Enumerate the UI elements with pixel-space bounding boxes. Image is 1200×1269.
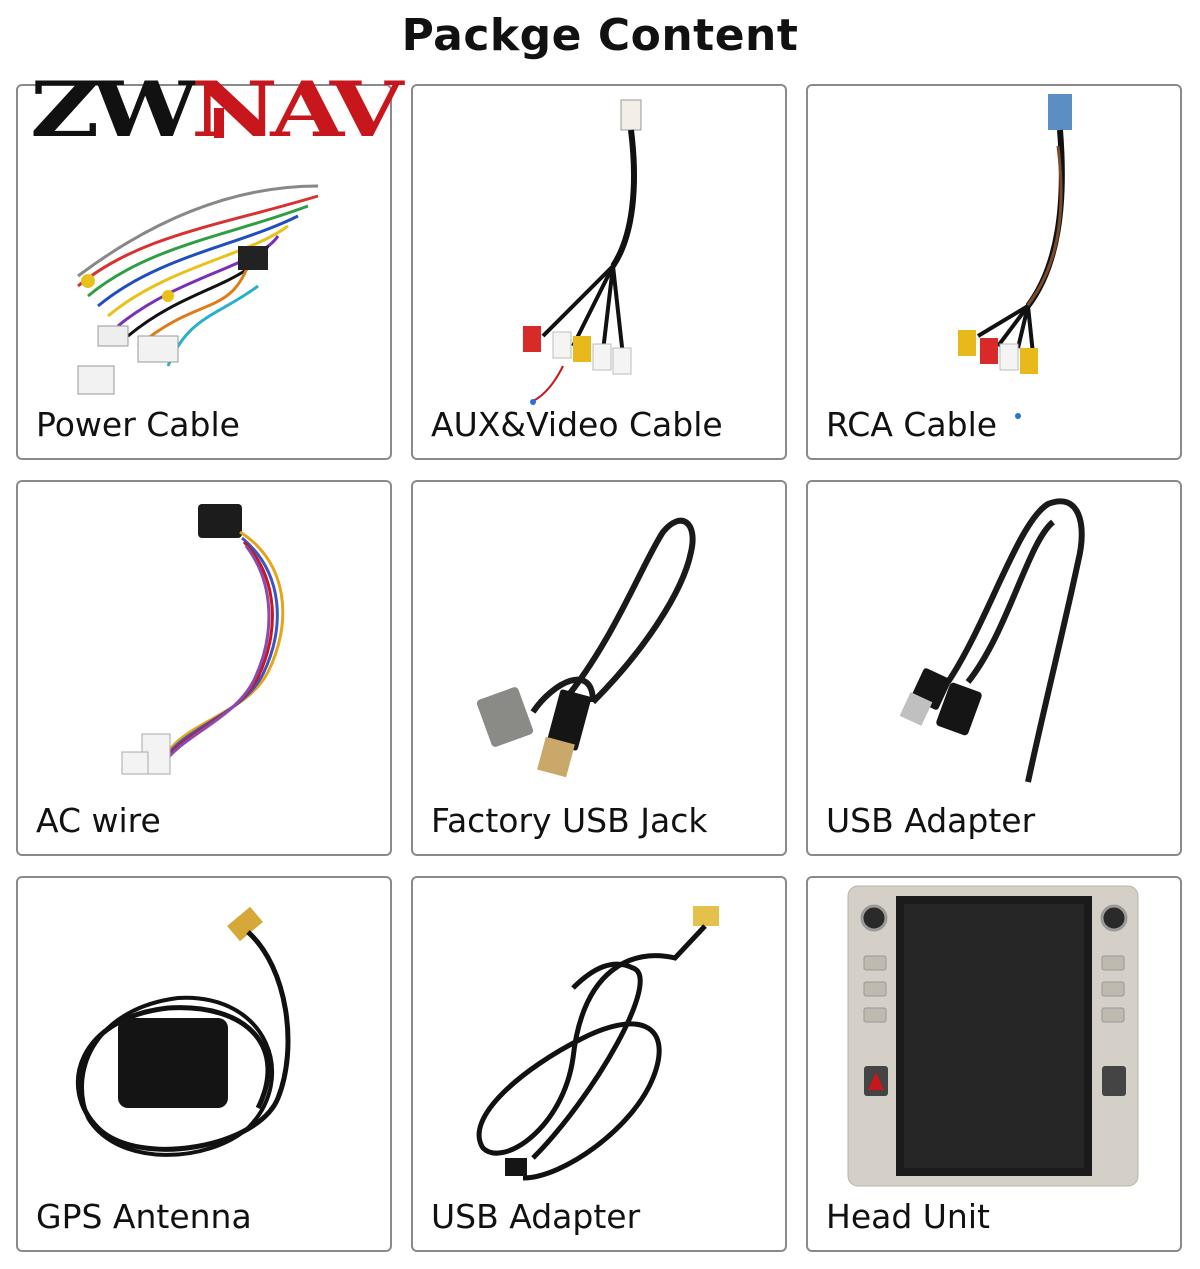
item-card-rca-cable: RCA Cable [806,84,1182,460]
package-content-grid: Power Cable AUX&Video Cable [16,84,1184,1254]
page-title: Packge Content [401,10,799,61]
item-label: GPS Antenna [36,1197,252,1236]
usb-adapter-cable-icon [476,906,719,1181]
item-label: USB Adapter [826,801,1036,840]
item-label: RCA Cable [826,405,998,444]
item-card-gps-antenna: GPS Antenna [16,876,392,1252]
item-card-factory-usb-jack: Factory USB Jack [411,480,787,856]
item-label: USB Adapter [431,1197,641,1236]
item-card-ac-wire: AC wire [16,480,392,856]
item-card-head-unit: Head Unit [806,876,1182,1252]
logo-part-nav: NAV [191,65,403,154]
aux-video-cable-icon [523,99,642,405]
logo-part-zw: ZW [30,65,199,154]
item-card-usb-adapter: USB Adapter [806,480,1182,856]
brand-logo: ZWNAV [30,72,403,148]
head-unit-icon [847,885,1139,1187]
item-label: AC wire [36,801,161,840]
item-label: Power Cable [36,405,240,444]
rca-cable-icon [958,94,1072,419]
ac-wire-icon [121,504,285,775]
item-label: Factory USB Jack [431,801,708,840]
item-label: AUX&Video Cable [431,405,723,444]
usb-adapter-icon [899,498,1085,783]
power-cable-icon [77,108,319,395]
item-card-usb-adapter-cable: USB Adapter [411,876,787,1252]
gps-antenna-icon [75,906,291,1157]
item-card-power-cable: Power Cable [16,84,392,460]
item-card-aux-video-cable: AUX&Video Cable [411,84,787,460]
item-label: Head Unit [826,1197,990,1236]
factory-usb-jack-icon [476,517,696,778]
